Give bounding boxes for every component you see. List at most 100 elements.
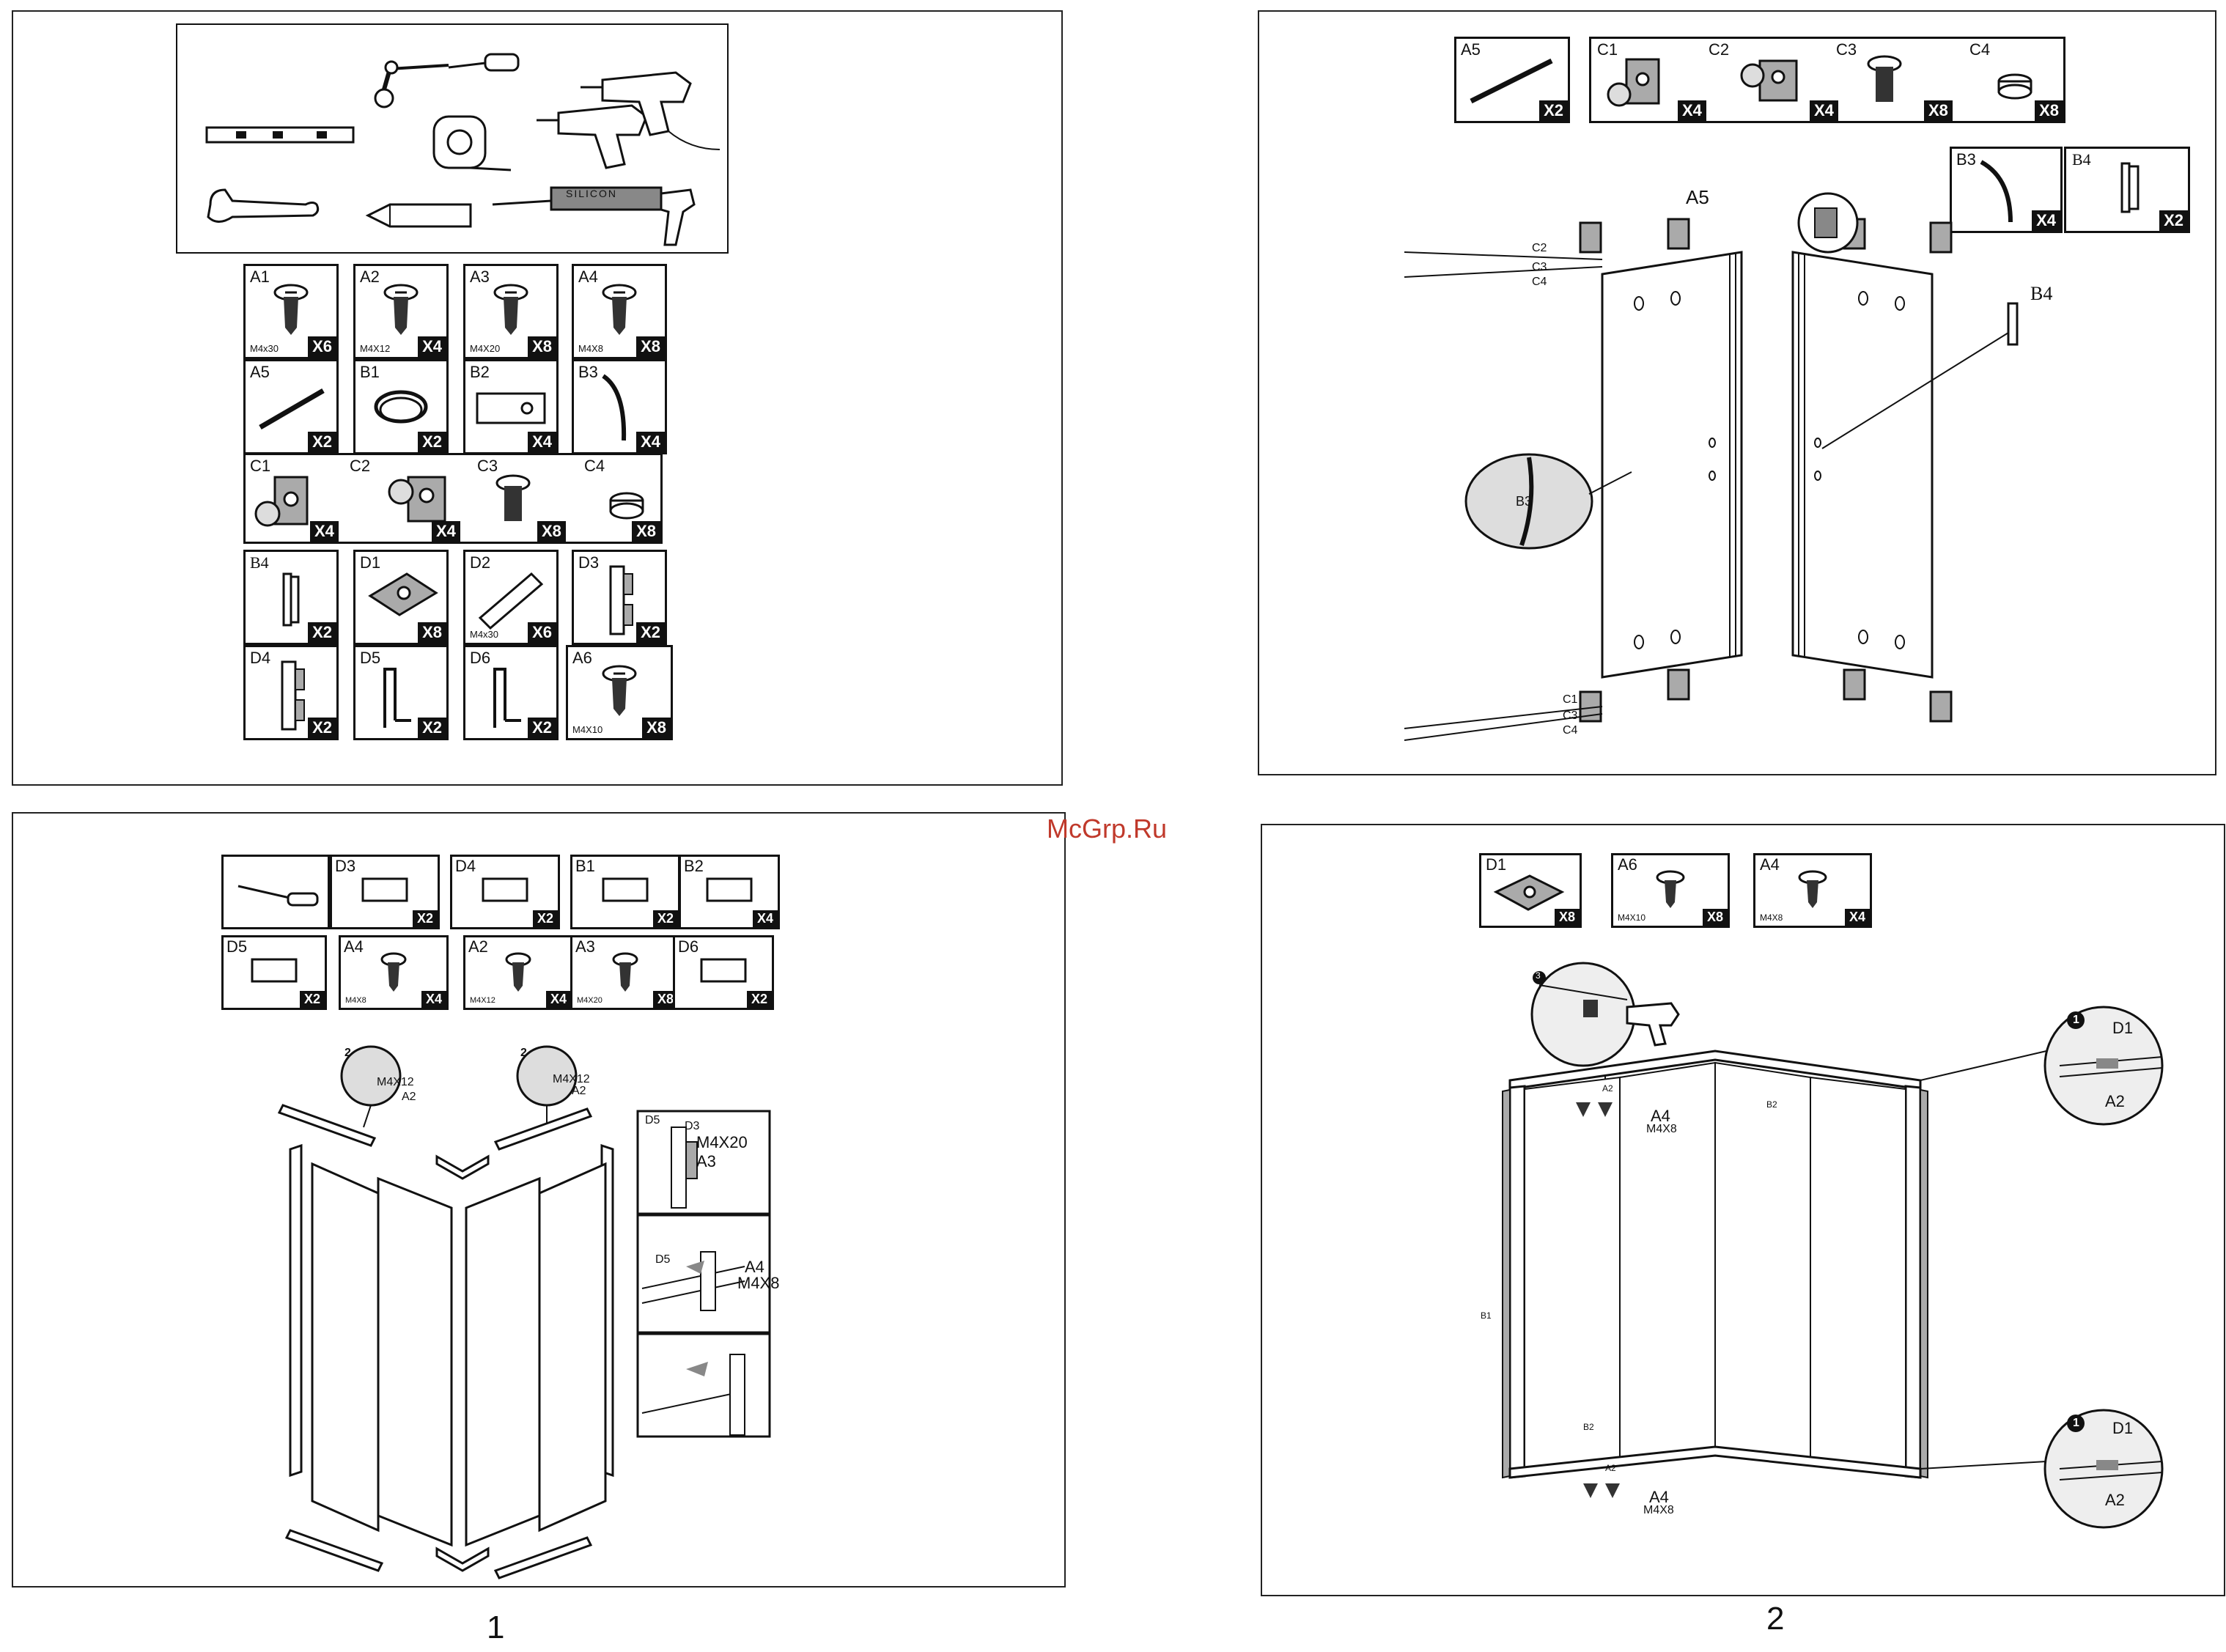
spirit-level-icon [205,126,355,144]
a5-code: A5 [1461,40,1481,59]
pencil-icon [365,203,472,228]
frame-part-code: D3 [335,857,356,875]
a2-small-top: A2 [1602,1083,1613,1094]
part-qty: X2 [636,622,665,643]
frame-part-spec: M4X12 [470,996,495,1005]
assembly-part-qty: X4 [1844,909,1870,926]
part-qty: X6 [528,622,556,643]
curved-strip-icon [1980,160,2013,223]
roller-c2-qty: X4 [432,521,460,542]
part-icon [700,958,747,983]
part-icon [482,877,528,902]
part-code: B3 [578,363,598,381]
roller-c2-code: C2 [350,457,371,475]
left-screw-code: A2 [402,1091,416,1103]
inset-a4-spec: M4X8 [737,1274,780,1292]
frame-part-code: B2 [684,857,704,875]
frame-part-qty: X8 [652,991,678,1008]
frame-part-box [221,855,330,929]
right-screw-code: A2 [572,1085,586,1097]
part-code: B1 [360,363,380,381]
assembly-part-code: D1 [1486,855,1507,874]
b3-box: B3 X4 [1950,147,2063,233]
part-code: D5 [360,649,381,667]
part-icon [602,877,649,902]
part-spec: M4x30 [470,629,499,640]
inset-d3-label: D3 [685,1120,700,1132]
frame-part-spec: M4X8 [345,996,366,1005]
roller-c1-qty: X4 [310,521,339,542]
profile-icon [281,660,305,731]
corner-block-icon [368,572,438,616]
callout-c2: C2 [1532,242,1547,254]
part-code: D3 [578,553,600,572]
frame-part-qty: X2 [412,910,438,927]
strip-icon [259,388,325,430]
part-code: A2 [360,268,380,286]
page-number-1: 1 [487,1609,505,1645]
callout-a5: A5 [1686,186,1709,208]
roller-c4-code: C4 [584,457,605,475]
profile-icon [609,565,633,635]
inset-a3-code: A3 [696,1152,716,1170]
inset-a3-spec: M4X20 [696,1133,748,1151]
part-code: D4 [250,649,271,667]
callout-c1: C1 [1563,693,1578,706]
b2-small-bottom: B2 [1583,1422,1594,1432]
tools-box: SILICON [176,23,729,254]
callout-c3: C3 [1532,261,1547,273]
step-1-marker-bottom: 1 [2073,1417,2079,1429]
part-code: A5 [250,363,270,381]
assembly-part-qty: X8 [1554,909,1580,926]
c3-code: C3 [1836,40,1857,59]
c-parts-icons [1607,55,2032,107]
a5-box: A5 X2 [1454,37,1570,123]
b4-box: B4 X2 [2064,147,2190,233]
left-screw-spec: M4X12 [377,1076,414,1088]
c2-qty: X4 [1810,100,1838,121]
roller-c4-qty: X8 [632,521,660,542]
screwdriver-icon [237,885,319,907]
part-qty: X4 [418,336,446,357]
callout-c4-bottom: C4 [1563,724,1578,737]
screw-icon [1867,55,1902,102]
frame-part-qty: X2 [532,910,558,927]
wrench-icon [207,188,320,223]
b4-qty: X2 [2159,210,2188,231]
watermark[interactable]: McGrp.Ru [1047,814,1168,844]
roller-c2-icon [388,476,446,523]
part-icon [612,952,638,992]
callout-b4: B4 [2030,283,2053,304]
callout-b3: B3 [1516,494,1533,509]
step-2-marker-left: 2 [344,1047,351,1059]
cap-icon [1997,73,2032,100]
inset-d5-label: D5 [645,1114,660,1126]
part-qty: X2 [308,718,336,738]
d1-callout-top: D1 [2112,1019,2134,1037]
screw-icon [383,284,419,335]
power-drill-icon [537,71,720,169]
frame-part-qty: X4 [752,910,778,927]
part-qty: X2 [308,432,336,452]
part-qty: X2 [418,432,446,452]
part-spec: M4X8 [578,343,603,354]
part-spec: M4x30 [250,343,279,354]
part-qty: X8 [528,336,556,357]
part-icon [380,952,407,992]
part-code: B2 [470,363,490,381]
a2-callout-bottom: A2 [2105,1491,2125,1509]
roller-c1-icon [254,476,309,527]
inset-a4-code: A4 [745,1258,764,1276]
part-spec: M4X20 [470,343,501,354]
c-parts-box: C1 C2 C3 C4 X4 X4 X8 X8 [1589,37,2065,123]
screw-icon [273,284,309,335]
wall-plug-icon [478,572,544,630]
hand-crank-icon [374,60,449,108]
frame-part-code: D6 [678,937,699,956]
step-3-marker: 3 [1536,970,1541,981]
